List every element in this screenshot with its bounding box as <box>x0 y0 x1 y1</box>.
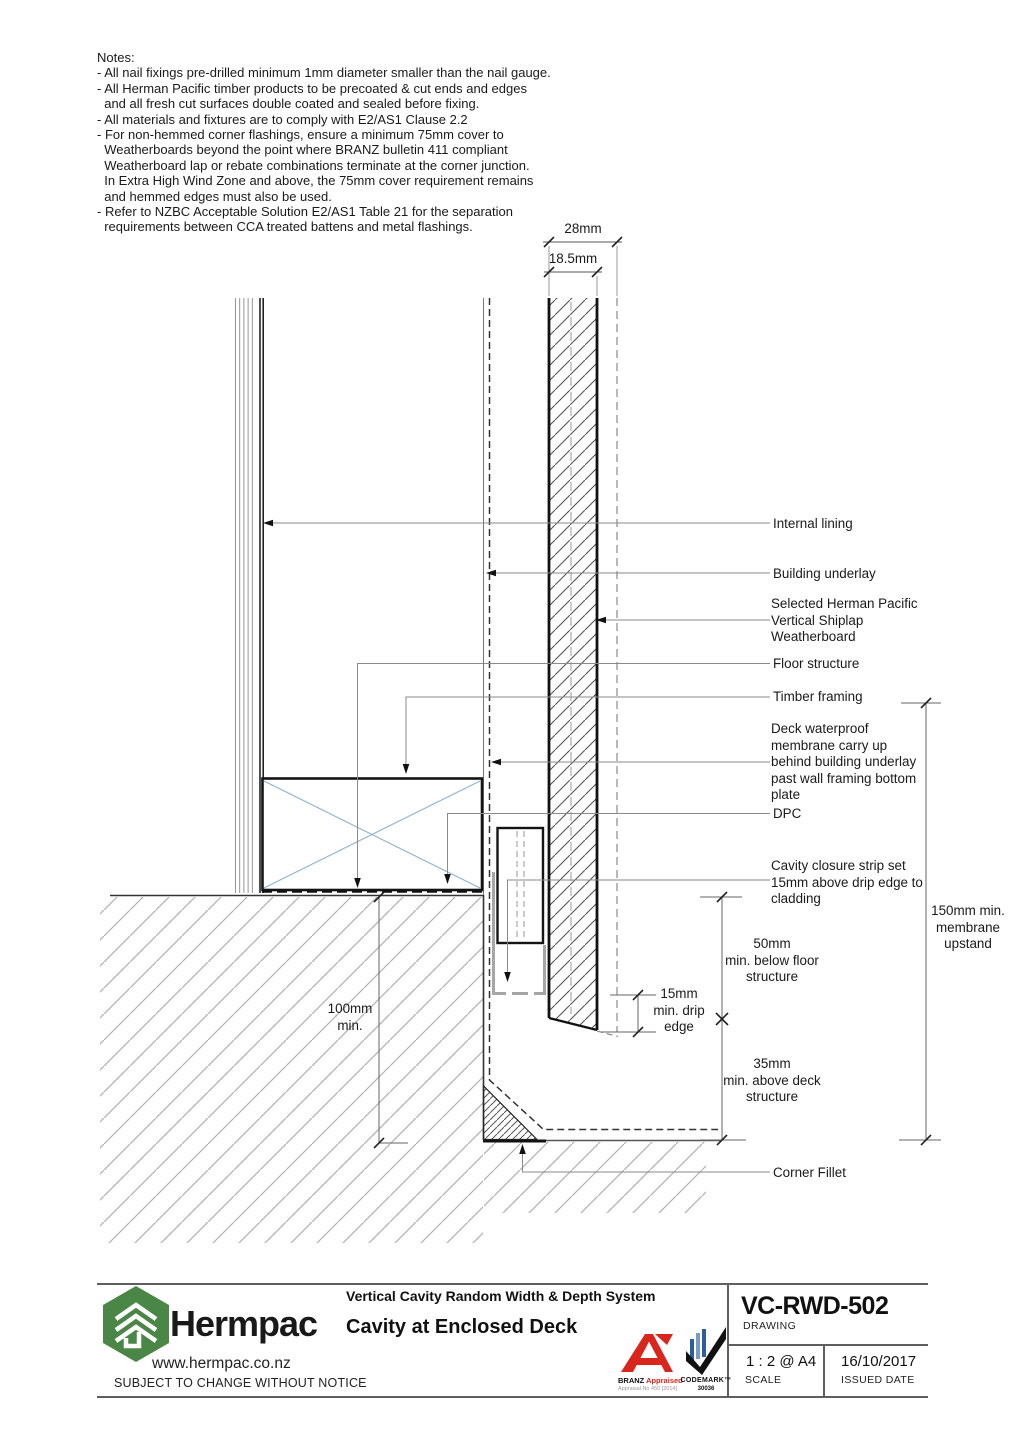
issued-date-label: ISSUED DATE <box>841 1374 915 1386</box>
cladding-face-dashed <box>596 298 619 1038</box>
callout-floor-structure: Floor structure <box>773 656 860 671</box>
internal-lining <box>235 298 265 893</box>
cavity-closure-strip-shape <box>492 872 546 995</box>
callout-timber-framing: Timber framing <box>773 689 863 704</box>
deck-outline <box>483 1139 722 1143</box>
dim-label-15mm: 15mm min. drip edge <box>653 986 705 1034</box>
titleblock-bottom-rule <box>97 1396 928 1398</box>
callout-building-underlay: Building underlay <box>773 566 876 581</box>
titleblock-divider-cells <box>823 1344 825 1397</box>
dim-label-28mm: 28mm <box>564 221 602 236</box>
brand-wordmark: Hermpac <box>170 1303 318 1344</box>
titleblock-divider-horizontal <box>727 1344 928 1346</box>
cavity-batten <box>496 826 545 945</box>
dim-100mm <box>373 891 408 1149</box>
dim-15mm <box>601 989 656 1038</box>
dim-label-50mm: 50mm min. below floor structure <box>725 936 819 984</box>
drawing-number: VC-RWD-502 <box>741 1292 889 1320</box>
hermpac-logo-icon <box>103 1286 169 1362</box>
callout-corner-fillet: Corner Fillet <box>773 1165 846 1180</box>
notes-block: Notes: - All nail fixings pre-drilled mi… <box>97 50 551 235</box>
dim-label-18-5mm: 18.5mm <box>548 251 598 266</box>
callout-dpc: DPC <box>773 806 802 821</box>
branz-label: BRANZ Appraised <box>618 1376 683 1385</box>
issued-date-value: 16/10/2017 <box>841 1353 917 1370</box>
dim-150mm <box>899 697 941 1146</box>
leader-lines <box>268 522 770 1173</box>
branz-name: BRANZ <box>618 1376 645 1385</box>
system-name: Vertical Cavity Random Width & Depth Sys… <box>346 1288 656 1304</box>
branz-appraisal-no: Appraisal No 450 [2014] <box>618 1386 678 1392</box>
callout-weatherboard: Selected Herman Pacific Vertical Shiplap… <box>771 596 918 645</box>
scale-label: SCALE <box>745 1374 782 1386</box>
building-underlay <box>483 298 718 1131</box>
top-dimension-lines <box>543 236 623 296</box>
callout-internal-lining: Internal lining <box>773 516 853 531</box>
dim-label-100mm: 100mm min. <box>327 1001 373 1033</box>
dim-label-150mm: 150mm min. membrane upstand <box>931 903 1005 951</box>
codemark-logo-icon <box>686 1327 726 1375</box>
titleblock-divider-vertical <box>727 1283 729 1398</box>
callout-cavity-closure: Cavity closure strip set 15mm above drip… <box>771 858 923 907</box>
timber-bottom-plate <box>261 777 484 892</box>
callout-deck-membrane: Deck waterproof membrane carry up behind… <box>771 721 917 803</box>
dimension-ticks <box>543 236 623 278</box>
codemark-number: 30036 <box>697 1386 715 1392</box>
cross-brace-line <box>263 780 481 889</box>
sheet-title: Cavity at Enclosed Deck <box>346 1316 578 1338</box>
website-text: www.hermpac.co.nz <box>152 1355 291 1372</box>
notice-text: SUBJECT TO CHANGE WITHOUT NOTICE <box>114 1376 367 1390</box>
dim-50-35mm <box>700 891 746 1146</box>
codemark-label: CODEMARK™ <box>680 1377 732 1384</box>
dim-label-35mm: 35mm min. above deck structure <box>723 1056 821 1104</box>
leader-arrowheads <box>263 519 606 1154</box>
scale-value: 1 : 2 @ A4 <box>746 1353 817 1370</box>
branz-logo-icon <box>621 1334 673 1372</box>
titleblock-top-rule <box>97 1283 928 1285</box>
corner-fillet-shape <box>482 1084 539 1141</box>
branz-appraised: Appraised <box>646 1376 683 1385</box>
membrane-dashed-line <box>488 298 718 1131</box>
drawing-label: DRAWING <box>743 1320 797 1332</box>
floor-structure-hatch <box>100 897 706 1243</box>
